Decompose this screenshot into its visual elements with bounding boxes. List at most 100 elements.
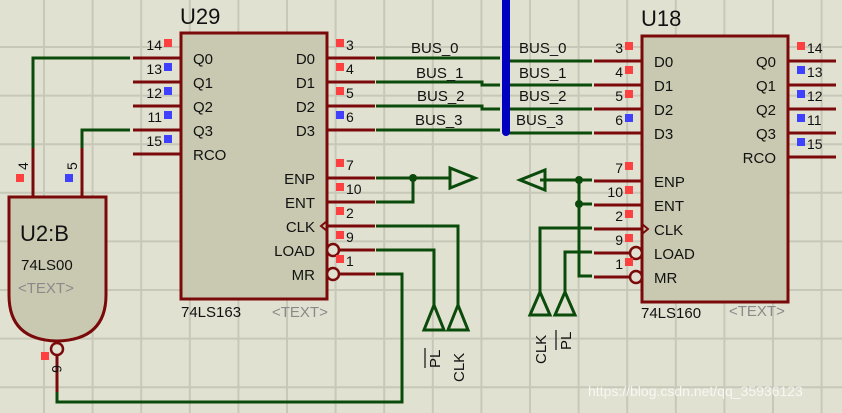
terminal-u18-enp-input-icon[interactable] xyxy=(515,167,547,193)
inversion-bubble xyxy=(628,269,644,285)
pin-number: 2 xyxy=(346,205,354,221)
terminal-label-pl: PL xyxy=(427,350,444,368)
pin-name: RCO xyxy=(743,150,776,167)
pin-name: ENP xyxy=(654,174,685,191)
pin-d0[interactable]: D0 3 xyxy=(296,37,375,68)
pin-name: ENT xyxy=(285,195,315,212)
component-part: 74LS163 xyxy=(181,304,241,321)
pin-number: 5 xyxy=(346,85,354,101)
pin-d1[interactable]: D14 xyxy=(296,61,375,92)
component-ref: U2:B xyxy=(20,221,69,246)
pin-q2[interactable]: Q2 12 xyxy=(756,88,836,119)
pin-name: ENP xyxy=(284,171,315,188)
pin-d3[interactable]: D36 xyxy=(296,109,375,140)
pin-state-low-icon xyxy=(797,114,805,122)
pin-number: 15 xyxy=(807,136,823,152)
wire-q0-to-nand-in4[interactable] xyxy=(31,56,130,148)
pin-name: Q0 xyxy=(193,51,213,68)
terminal-label-pl: PL xyxy=(558,332,575,350)
pin-d3[interactable]: D36 xyxy=(594,112,673,143)
pin-d2[interactable]: D25 xyxy=(296,85,375,116)
pin-name: Q3 xyxy=(193,123,213,140)
pin-state-high-icon xyxy=(336,39,344,47)
junction-dot xyxy=(409,174,417,182)
pin-name: CLK xyxy=(654,222,683,239)
pin-state-high-icon xyxy=(625,234,633,242)
inversion-bubble xyxy=(325,266,341,282)
wire-u29-load[interactable] xyxy=(376,248,436,305)
terminal-label-clk: CLK xyxy=(451,353,468,382)
wire-u18-ent-mr[interactable] xyxy=(577,180,592,278)
component-ref: U18 xyxy=(641,6,681,31)
inversion-bubble xyxy=(49,341,65,357)
component-text-placeholder: <TEXT> xyxy=(18,280,74,297)
pin-number: 1 xyxy=(346,253,354,269)
pin-d1[interactable]: D14 xyxy=(594,64,673,95)
pin-number: 5 xyxy=(64,162,80,170)
component-part: 74LS160 xyxy=(641,305,701,322)
pin-d0[interactable]: D03 xyxy=(594,40,673,71)
pin-name: Q2 xyxy=(756,102,776,119)
pin-state-high-icon xyxy=(625,210,633,218)
pin-number: 7 xyxy=(346,157,354,173)
terminal-u29-enp-output-icon[interactable] xyxy=(448,165,480,191)
pin-mr[interactable]: MR1 xyxy=(292,253,375,284)
pin-name: D1 xyxy=(296,75,315,92)
pin-number: 14 xyxy=(807,40,823,56)
wire-bus2-left[interactable] xyxy=(376,104,500,111)
wire-u18-load[interactable] xyxy=(563,250,592,292)
terminals xyxy=(421,165,578,332)
pin-name: D0 xyxy=(296,51,315,68)
pin-number: 5 xyxy=(615,88,623,104)
pin-name: Q1 xyxy=(756,78,776,95)
pin-d2[interactable]: D25 xyxy=(594,88,673,119)
pin-number: 12 xyxy=(807,88,823,104)
pin-number: 13 xyxy=(807,64,823,80)
pin-q1[interactable]: Q1 13 xyxy=(756,64,836,95)
net-label: BUS_3 xyxy=(415,112,463,129)
pin-name: D0 xyxy=(654,54,673,71)
terminal-u18-clk-icon[interactable] xyxy=(527,288,553,317)
pin-number: 3 xyxy=(346,37,354,53)
terminal-u18-pl-icon[interactable] xyxy=(552,288,578,317)
component-u2b-nand-gate[interactable]: U2:B 74LS00 <TEXT> 4 5 6 xyxy=(7,148,108,392)
net-label: BUS_3 xyxy=(516,112,564,129)
pin-number: 4 xyxy=(15,162,31,170)
pin-mr[interactable]: MR1 xyxy=(594,256,677,287)
wire-q3-to-nand-in5[interactable] xyxy=(80,128,130,148)
pin-state-low-icon xyxy=(797,138,805,146)
component-part: 74LS00 xyxy=(21,257,73,274)
pin-name: Q2 xyxy=(193,99,213,116)
junctions xyxy=(409,174,583,208)
wire-u29-ent[interactable] xyxy=(376,178,415,204)
pin-enp[interactable]: ENP 7 xyxy=(284,157,375,188)
wire-u29-clk[interactable] xyxy=(376,224,460,305)
pin-number: 4 xyxy=(615,64,623,80)
wire-u18-clk[interactable] xyxy=(538,226,592,292)
terminal-u29-pl-icon[interactable] xyxy=(421,300,447,332)
pin-rco[interactable]: RCO 15 xyxy=(743,136,836,167)
pin-state-high-icon xyxy=(41,352,49,360)
terminal-labels: PL CLK CLK PL xyxy=(424,330,575,382)
clock-edge-icon xyxy=(641,223,650,235)
terminal-u29-clk-icon[interactable] xyxy=(445,300,471,332)
wire-bus1-left[interactable] xyxy=(376,80,500,87)
pin-number: 15 xyxy=(146,133,162,149)
